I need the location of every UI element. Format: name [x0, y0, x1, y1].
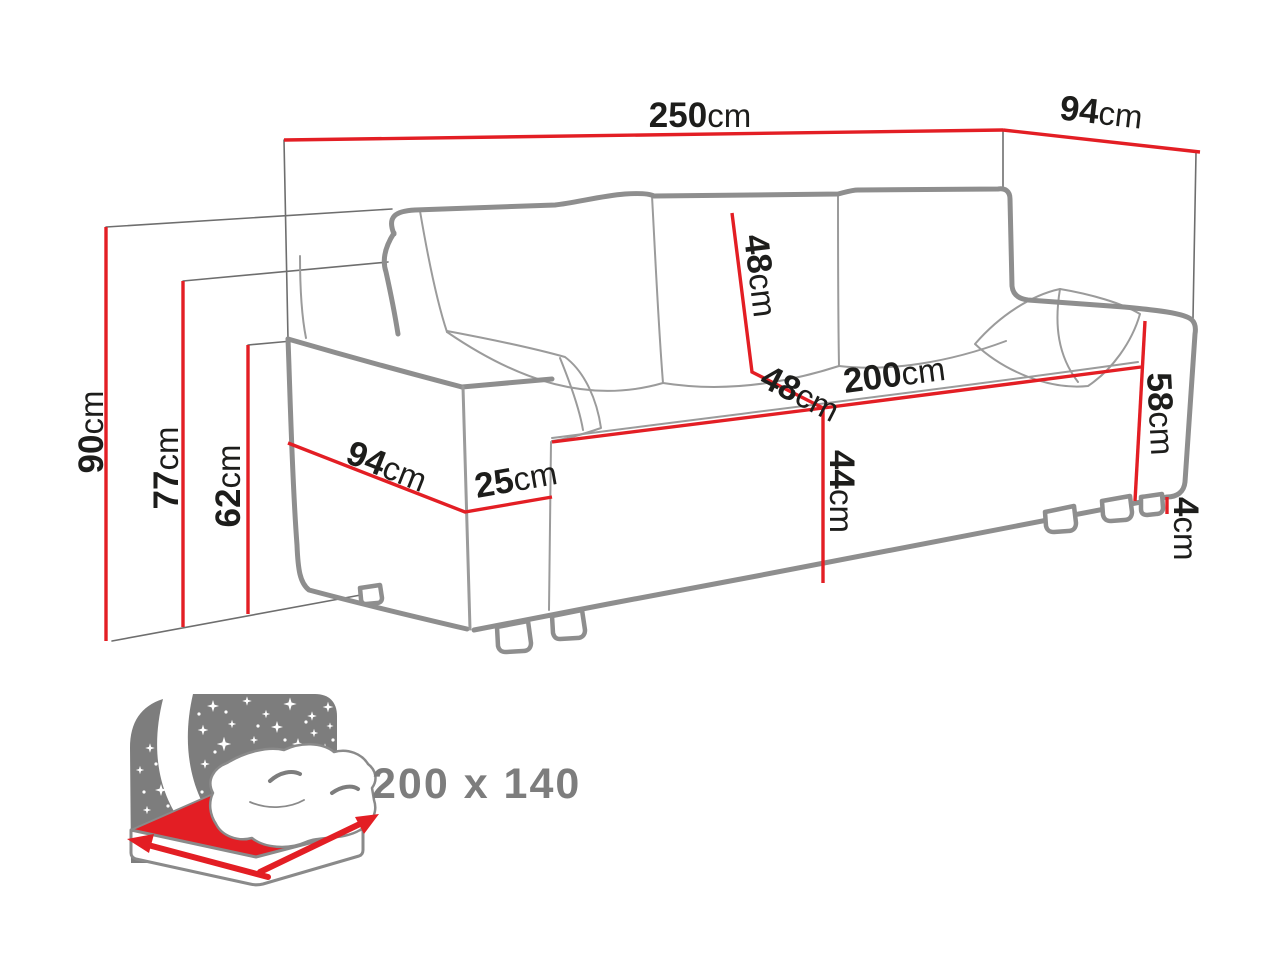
pillow-crease-left: [268, 770, 302, 783]
left-armrest-left-bottom: [285, 336, 470, 632]
blanket-fold: [249, 799, 305, 808]
sofa-line-art: [105, 129, 1198, 655]
backrest-outline: [381, 230, 401, 337]
dim-label-seat-width: 200cm: [841, 349, 948, 401]
dim-label-overall-depth: 94cm: [1058, 89, 1145, 137]
sleeping-area-label: 200 x 140: [372, 760, 581, 808]
box-right-slant: [1192, 152, 1197, 319]
dim-label-armrest-depth: 94cm: [341, 433, 432, 500]
sofa-legs: [357, 491, 1166, 655]
arrow-depth-head: [355, 814, 379, 834]
sofa-leg: [1138, 491, 1166, 518]
right-armrest-and-base: [471, 304, 1198, 633]
left-armrest-inner-top: [459, 376, 555, 390]
back-corner-line: [299, 255, 307, 339]
sofa-leg: [1042, 503, 1079, 535]
dim-line-armrest-height: [1133, 320, 1147, 502]
dim-label-side-height: 62cm: [209, 445, 248, 528]
cushion-bottom-3: [838, 340, 1007, 369]
dim-label-overall-width: 250cm: [649, 96, 751, 135]
left-armrest-top-edge: [285, 336, 465, 390]
sofa-detail-lines: [299, 193, 1141, 611]
base-left-edge: [548, 441, 552, 611]
dim-line-armrest-depth-width: [287, 441, 553, 514]
dim-label-leg-height: 4cm: [1166, 497, 1205, 560]
dimension-labels: 250cm 94cm 90cm 77cm 62cm 48cm 48cm 200c…: [72, 89, 1205, 561]
box-left-vertical: [283, 139, 289, 340]
cushion-bottom-2: [662, 365, 840, 388]
pillow-crease-right: [330, 784, 360, 795]
floor-baseline: [111, 591, 378, 642]
dim-label-overall-height: 90cm: [72, 391, 111, 474]
sofa-leg: [549, 607, 588, 642]
sofa-outline: [285, 186, 1198, 633]
connector-62: [247, 340, 293, 346]
arrow-width: [145, 842, 271, 880]
sofa-leg: [357, 582, 385, 607]
connector-90: [105, 208, 393, 228]
sleeping-area-icon: 200 x 140: [127, 694, 581, 887]
sofa-leg: [1099, 493, 1135, 524]
cushion-left-edge: [419, 210, 448, 333]
left-arm-pillow-fold: [559, 357, 584, 431]
cushion-separator-2: [837, 193, 840, 367]
dim-label-back-cushion-height: 48cm: [736, 232, 785, 319]
left-arm-pillow: [446, 330, 602, 442]
dim-line-overall-width: [283, 128, 1004, 142]
construction-lines: [105, 129, 1197, 642]
dim-line-seat-width: [822, 365, 1142, 410]
arrow-width-head: [127, 834, 154, 853]
cushion-bottom-1: [446, 331, 664, 392]
arrow-depth: [257, 819, 367, 875]
dimension-lines: [104, 128, 1201, 641]
seat-front-edge: [551, 361, 1139, 439]
dim-label-armrest-height: 58cm: [1139, 371, 1182, 456]
dim-label-armrest-width: 25cm: [472, 453, 560, 506]
sofa-leg: [494, 618, 534, 655]
dim-line-overall-depth: [1002, 128, 1201, 154]
size-arrows: [145, 819, 367, 880]
connector-77: [182, 261, 389, 282]
blanket: [208, 743, 377, 849]
cushion-separator-1: [651, 195, 664, 384]
dim-line-back-cushion-and-seat-depth: [730, 212, 824, 410]
left-armrest-inner-edge: [461, 385, 472, 631]
dim-line-seat-front: [551, 406, 824, 444]
backrest-top-outline: [389, 186, 1127, 310]
dim-label-seat-height: 44cm: [822, 450, 861, 533]
dim-label-backrest-height: 77cm: [147, 427, 186, 510]
bed: [127, 743, 379, 887]
